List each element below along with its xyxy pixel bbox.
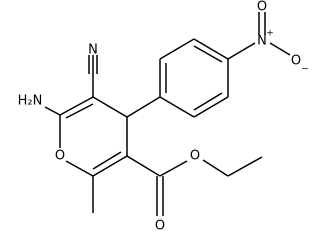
atom-cyano-n: N — [88, 43, 98, 58]
nitro-o-charge: − — [301, 65, 309, 75]
bond-c2-o1 — [65, 160, 94, 177]
bond-c3-c2 — [92, 155, 128, 177]
molecule-canvas: N H₂N O O O N + O O − — [17, 0, 309, 234]
bond-c6-c5-inner — [65, 103, 94, 119]
atom-ester-o-single: O — [190, 149, 200, 164]
bond-c6-c5 — [59, 96, 94, 116]
structure-diagram: N H₂N O O O N + O O − — [18, 0, 309, 234]
bond-nitro-o-right — [269, 42, 291, 56]
bond-ph3-ph4-inner — [193, 45, 223, 63]
bond-c5-c4 — [92, 96, 128, 118]
bond-c6-n-amino — [44, 106, 61, 116]
bond-ph5-ph6 — [193, 96, 229, 118]
atom-ring-o: O — [55, 149, 65, 164]
atom-nitro-o-right: O — [291, 54, 301, 69]
atom-nitro-n: N — [257, 34, 267, 49]
bond-carbonyl-o-single — [159, 160, 188, 177]
bond-ph6-ph1 — [159, 96, 195, 118]
bond-ph3-ph4 — [193, 38, 229, 60]
bond-o-ethyl-ch2 — [202, 159, 229, 177]
bond-ph4-nitro-n — [227, 42, 256, 60]
atom-amino: H₂N — [18, 94, 43, 109]
bond-ph5-ph6-inner — [193, 92, 223, 111]
bond-c4-phenyl — [126, 96, 161, 118]
atom-nitro-o-top: O — [257, 0, 267, 15]
bond-c3-c2-inner — [92, 151, 122, 170]
nitro-n-charge: + — [266, 29, 274, 39]
bond-ethyl-ch2-ch3 — [227, 156, 263, 177]
bond-c3-carbonyl — [126, 155, 161, 177]
bond-ph2-ph3 — [159, 38, 195, 60]
atom-ester-o-double: O — [155, 219, 165, 234]
